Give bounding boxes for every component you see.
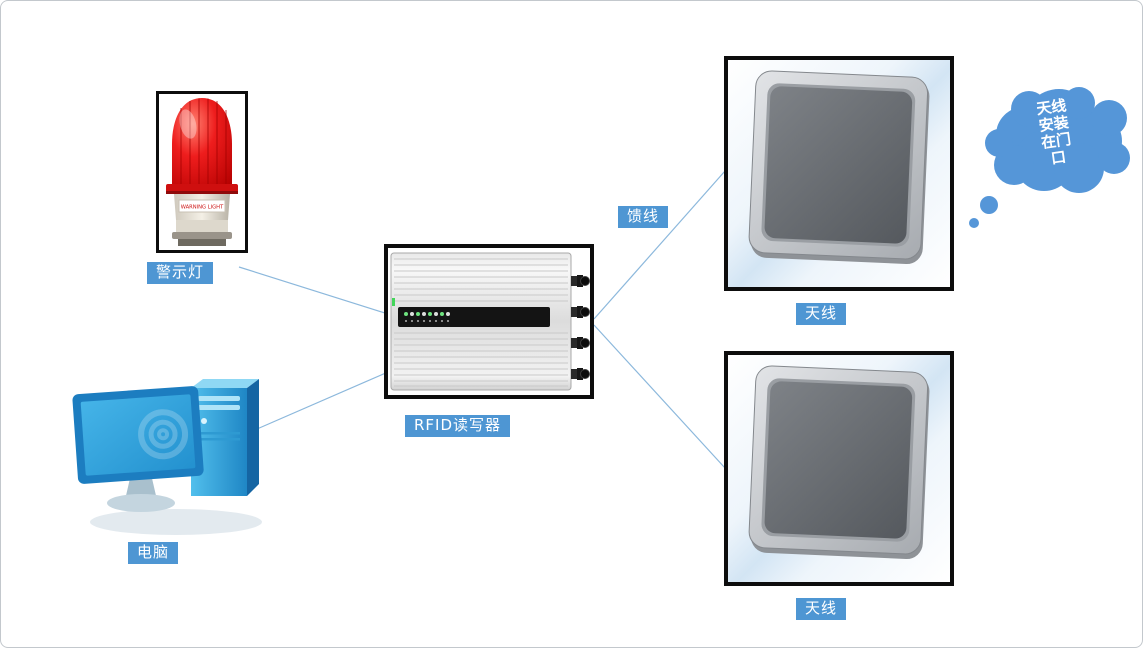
rfid-reader-image: [384, 244, 594, 399]
connector-computer-reader: [256, 371, 389, 430]
connector-reader-antenna-top: [593, 170, 726, 320]
reader-antenna-ports: [571, 275, 590, 380]
computer-image: [71, 374, 276, 539]
lamp-label-band: [178, 199, 226, 213]
lamp-label-text: WARNING LIGHT: [181, 205, 224, 211]
cloud-shape: [969, 87, 1130, 228]
monitor-stand-base: [107, 494, 175, 512]
connector-warninglight-reader: [238, 266, 389, 315]
lamp-base-ring: [172, 232, 232, 239]
antenna-top-label: 天线: [796, 303, 847, 325]
lamp-ribs: [180, 98, 227, 184]
warning-light-label: 警示灯: [147, 262, 214, 284]
reader-status-leds: [404, 312, 450, 322]
computer-label: 电脑: [128, 542, 179, 564]
antenna-bottom-illustration: [728, 355, 950, 582]
antenna-top-image: [724, 56, 954, 291]
antenna-panel: [748, 365, 930, 560]
rfid-reader-illustration: [390, 252, 590, 391]
lamp-base-mid: [176, 220, 228, 232]
rfid-reader-label: RFID读写器: [405, 415, 511, 437]
monitor: [72, 386, 204, 484]
antenna-bottom-image: [724, 351, 954, 586]
computer-shadow: [90, 509, 262, 535]
lamp-flange: [166, 184, 238, 193]
reader-power-led: [392, 298, 395, 306]
warning-light-image: WARNING LIGHT: [156, 91, 248, 253]
lamp-highlight: [179, 109, 197, 139]
antenna-panel: [748, 70, 930, 265]
callout-cloud: 天线 安装 在门 口: [959, 73, 1142, 243]
antenna-top-illustration: [728, 60, 950, 287]
monitor-stand: [125, 474, 157, 500]
tower-case: [191, 379, 259, 496]
lamp-base-bottom: [178, 239, 226, 246]
reader-led-panel: [398, 307, 550, 327]
connector-reader-antenna-bottom: [593, 324, 726, 469]
computer-illustration: [72, 379, 262, 535]
feeder-line-label: 馈线: [618, 206, 669, 228]
reader-ridges: [394, 258, 568, 387]
warning-light-illustration: WARNING LIGHT: [166, 98, 238, 246]
lamp-flange-shadow: [166, 191, 238, 194]
callout-text: 天线 安装 在门 口: [1005, 93, 1106, 173]
antenna-bottom-label: 天线: [796, 598, 847, 620]
